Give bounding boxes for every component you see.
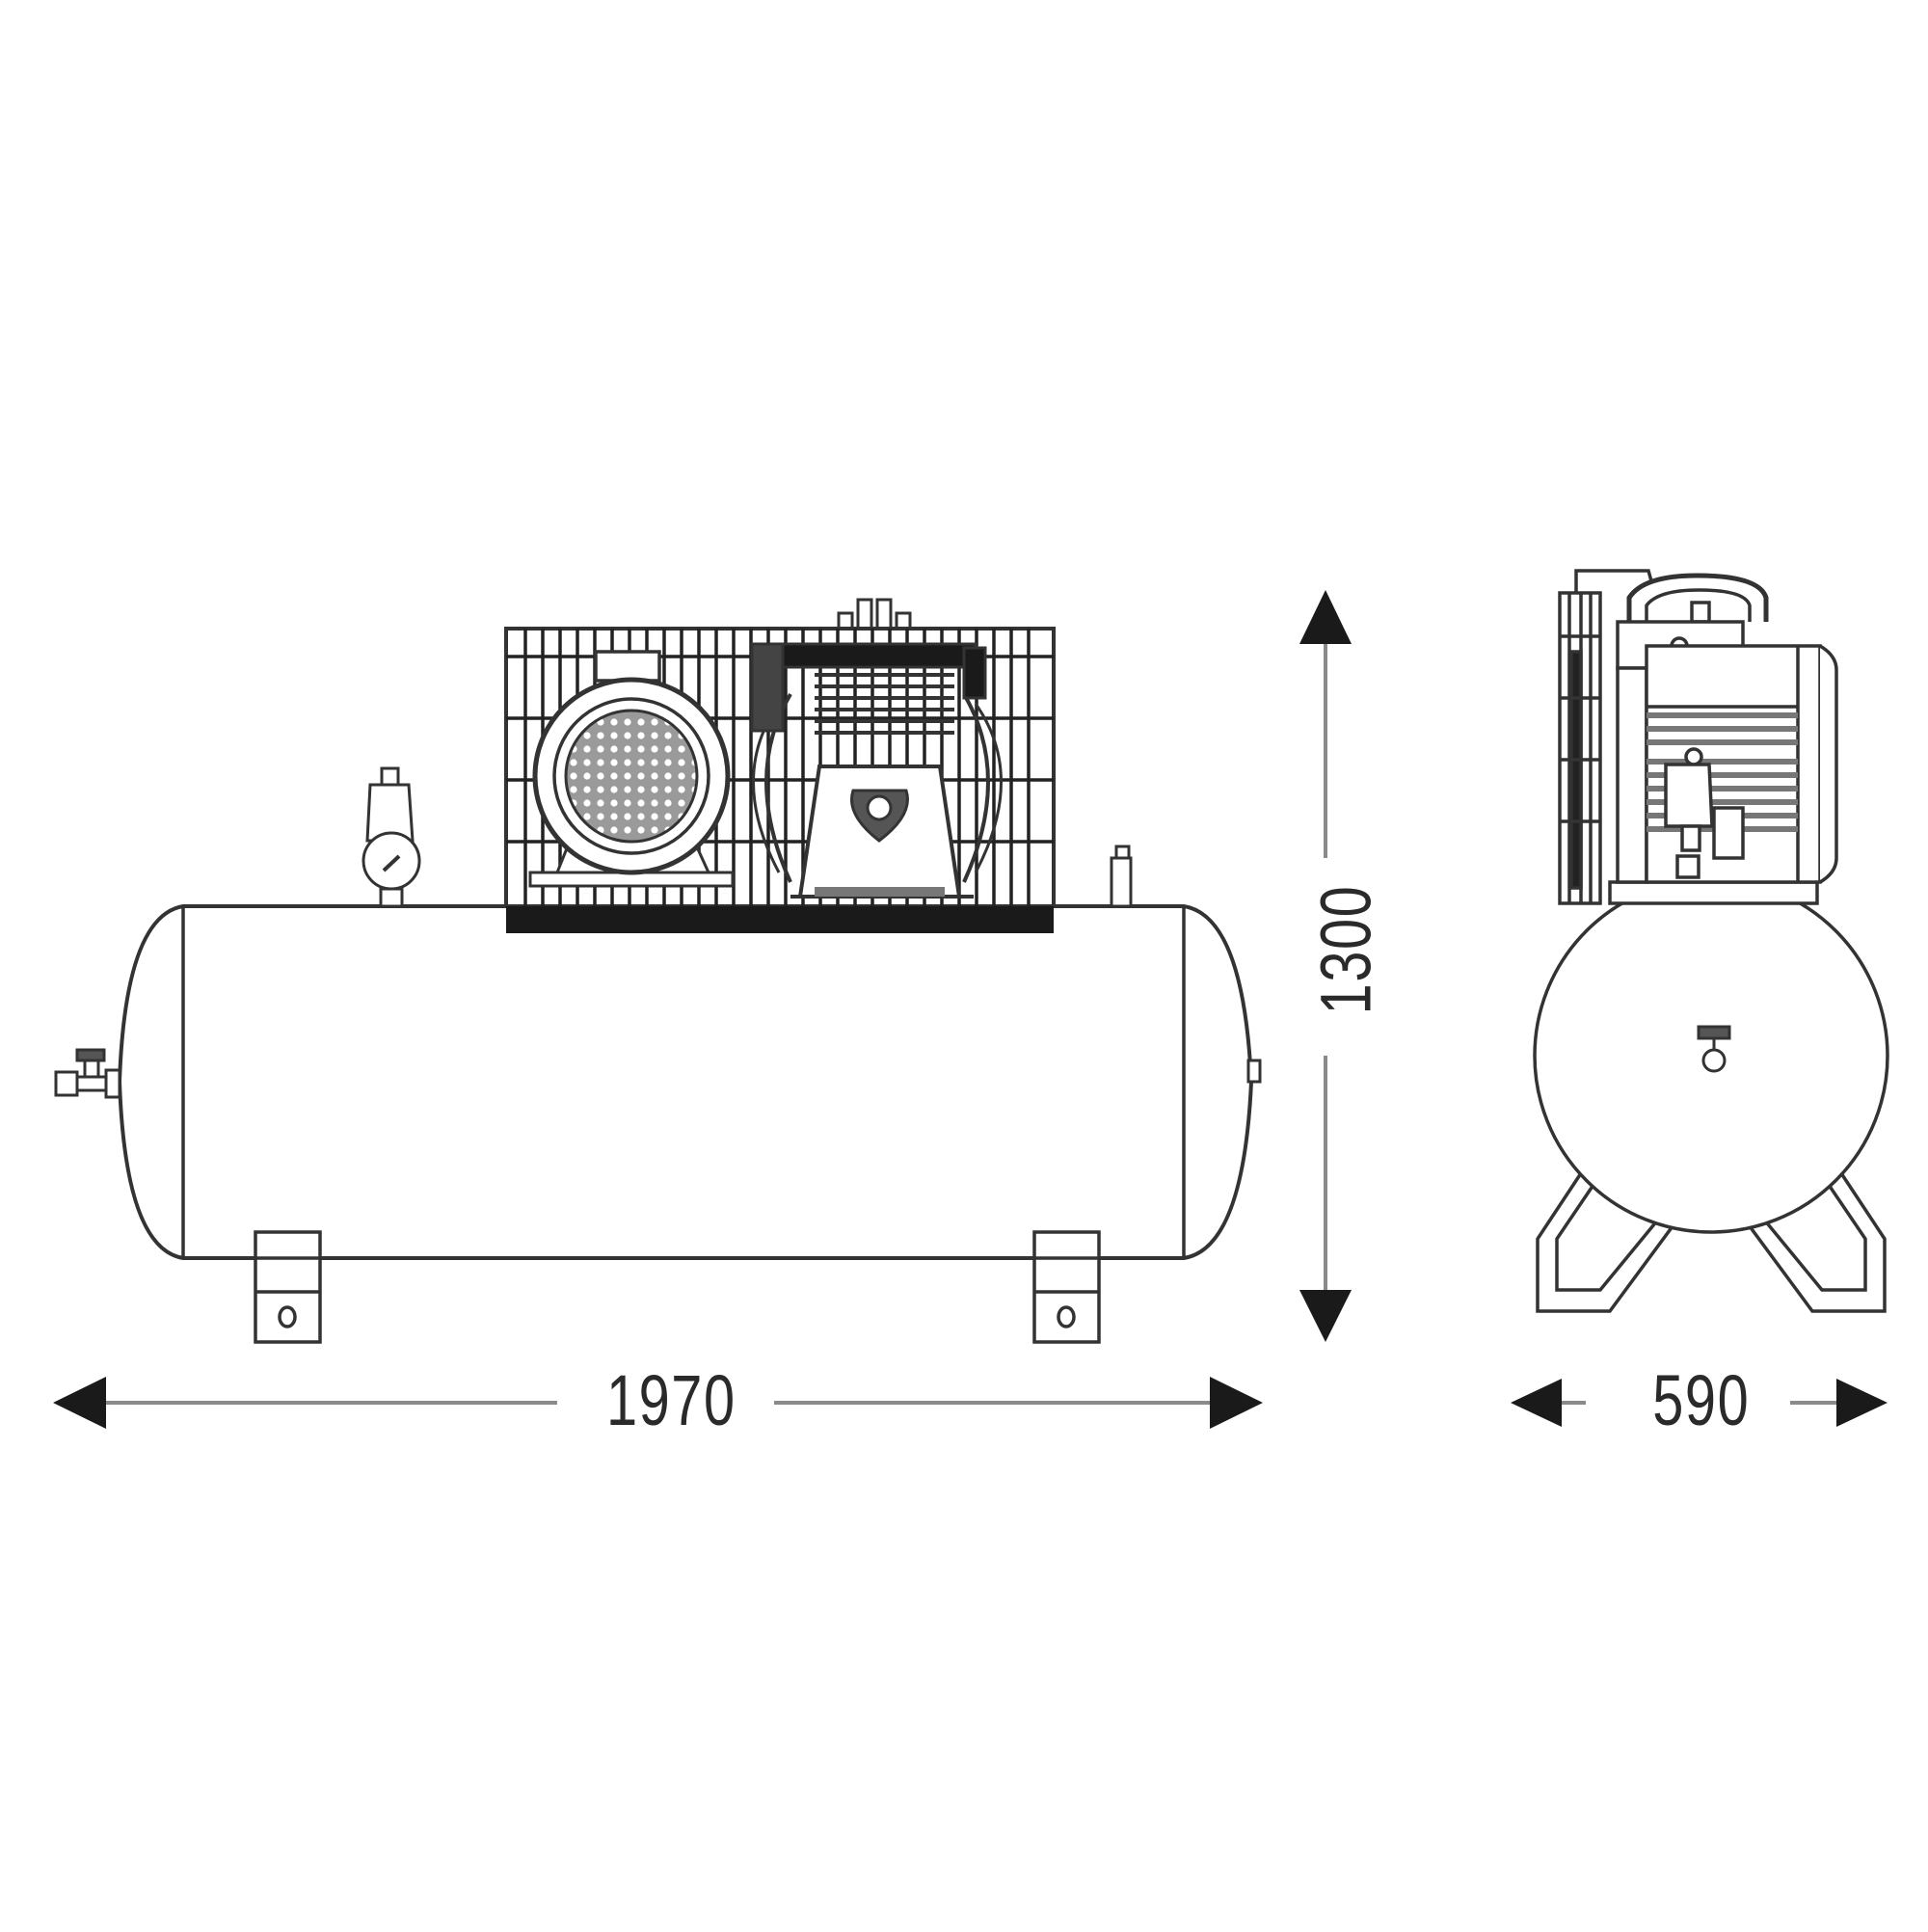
side-belt-guard	[1558, 569, 1655, 905]
side-plug-icon	[1246, 1059, 1262, 1084]
base-plate	[506, 906, 1054, 933]
side-view	[1533, 569, 1889, 1313]
side-drain-valve-icon	[1697, 1025, 1731, 1073]
arrow-up-icon	[1299, 590, 1352, 644]
compressor-pump	[750, 642, 1003, 899]
side-mounting-frame	[1608, 880, 1819, 905]
arrow-left-icon	[53, 1377, 106, 1429]
side-motor	[1616, 644, 1838, 884]
width-dimension-label: 1970	[605, 1360, 736, 1440]
tank-feet	[254, 1230, 1101, 1344]
air-tank	[117, 904, 1254, 1260]
motor-fan-cover-icon	[564, 709, 699, 844]
pressure-gauge-icon	[362, 766, 421, 908]
depth-arrow-right-icon	[1836, 1379, 1888, 1427]
drain-valve-icon	[54, 1048, 121, 1099]
electric-motor	[528, 650, 735, 888]
tank-foot-left	[254, 1230, 322, 1344]
depth-dimension	[1511, 1379, 1888, 1427]
arrow-down-icon	[1299, 1290, 1352, 1342]
height-dimension	[1299, 590, 1352, 1342]
front-view	[54, 598, 1262, 1344]
depth-arrow-left-icon	[1511, 1379, 1562, 1427]
dimension-lines	[53, 590, 1888, 1429]
tank-foot-right	[1032, 1230, 1101, 1344]
height-dimension-label: 1300	[1305, 884, 1386, 1015]
width-dimension	[53, 1377, 1263, 1429]
arrow-right-icon	[1210, 1377, 1263, 1429]
depth-dimension-label: 590	[1652, 1360, 1751, 1440]
safety-valve-icon	[1110, 845, 1133, 908]
